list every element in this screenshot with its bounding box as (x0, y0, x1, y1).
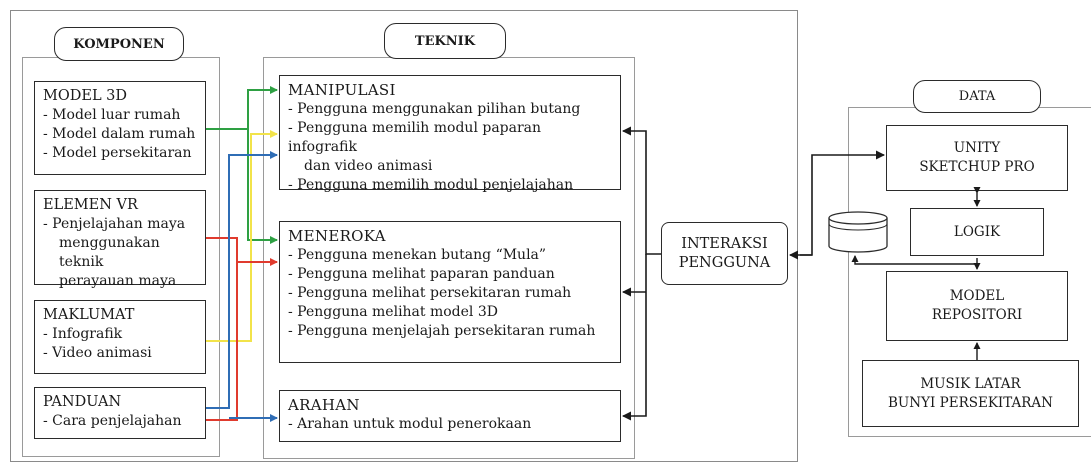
arahan-box: ARAHAN - Arahan untuk modul penerokaan (279, 390, 621, 442)
model-3d-item: - Model dalam rumah (43, 126, 196, 142)
meneroka-item: - Pengguna melihat model 3D (288, 304, 498, 320)
manipulasi-line: - Pengguna memilih modul penjelajahan (288, 177, 574, 193)
model-3d-item: - Model luar rumah (43, 107, 181, 123)
logik-label: LOGIK (953, 223, 1001, 240)
maklumat-title: MAKLUMAT (43, 307, 135, 323)
elemen-vr-line: - Penjelajahan maya (43, 216, 186, 232)
interaksi-pengguna-box: INTERAKSI PENGGUNA (661, 222, 788, 285)
maklumat-item: - Infografik (43, 326, 123, 342)
panduan-box: PANDUAN - Cara penjelajahan (34, 387, 206, 439)
meneroka-item: - Pengguna menjelajah persekitaran rumah (288, 323, 596, 339)
interaksi-connector (622, 126, 661, 255)
meneroka-title: MENEROKA (288, 227, 386, 245)
elemen-vr-line: menggunakan teknik (59, 235, 160, 270)
musik-latar-box: MUSIK LATAR BUNYI PERSEKITARAN (862, 360, 1079, 427)
red-connector (206, 237, 238, 421)
model-3d-item: - Model persekitaran (43, 145, 192, 161)
database-connector (851, 255, 977, 265)
komponen-label: KOMPONEN (54, 27, 184, 61)
repositori-line: REPOSITORI (931, 307, 1023, 323)
database-icon (828, 211, 888, 253)
interaksi-line2: PENGGUNA (678, 254, 771, 271)
manipulasi-line: dan video animasi (304, 158, 433, 174)
musik-line: MUSIK LATAR (920, 375, 1021, 392)
maklumat-box: MAKLUMAT - Infografik - Video animasi (34, 300, 206, 374)
data-label: DATA (913, 80, 1041, 113)
green-connector (206, 86, 278, 130)
model-3d-title: MODEL 3D (43, 88, 128, 104)
bunyi-line: BUNYI PERSEKITARAN (887, 394, 1053, 411)
manipulasi-line: - Pengguna memilih modul paparan infogra… (288, 120, 542, 155)
elemen-vr-title: ELEMEN VR (43, 197, 138, 213)
logik-box: LOGIK (910, 208, 1044, 256)
teknik-label: TEKNIK (384, 23, 506, 59)
meneroka-item: - Pengguna melihat paparan panduan (288, 266, 555, 282)
blue-connector (206, 151, 278, 409)
manipulasi-title: MANIPULASI (288, 81, 396, 99)
model-line: MODEL (949, 288, 1005, 304)
maklumat-item: - Video animasi (43, 345, 152, 361)
meneroka-item: - Pengguna menekan butang “Mula” (288, 247, 547, 263)
model-repositori-box: MODEL REPOSITORI (886, 271, 1068, 341)
unity-line: UNITY (953, 140, 1001, 156)
manipulasi-box: MANIPULASI - Pengguna menggunakan piliha… (279, 75, 621, 193)
panduan-item: - Cara penjelajahan (43, 413, 182, 429)
sketchup-line: SKETCHUP PRO (919, 159, 1035, 175)
interaksi-connector (622, 254, 647, 421)
panduan-title: PANDUAN (43, 394, 122, 410)
green-connector (247, 129, 278, 244)
arahan-item: - Arahan untuk modul penerokaan (288, 416, 532, 432)
elemen-vr-box: ELEMEN VR - Penjelajahan maya menggunaka… (34, 190, 206, 289)
model-3d-box: MODEL 3D - Model luar rumah - Model dala… (34, 81, 206, 175)
arahan-title: ARAHAN (288, 396, 360, 414)
interaksi-line1: INTERAKSI (681, 235, 768, 252)
meneroka-item: - Pengguna melihat persekitaran rumah (288, 285, 572, 301)
manipulasi-line: - Pengguna menggunakan pilihan butang (288, 101, 581, 117)
elemen-vr-line: perayauan maya (59, 273, 177, 289)
meneroka-box: MENEROKA - Pengguna menekan butang “Mula… (279, 221, 621, 363)
